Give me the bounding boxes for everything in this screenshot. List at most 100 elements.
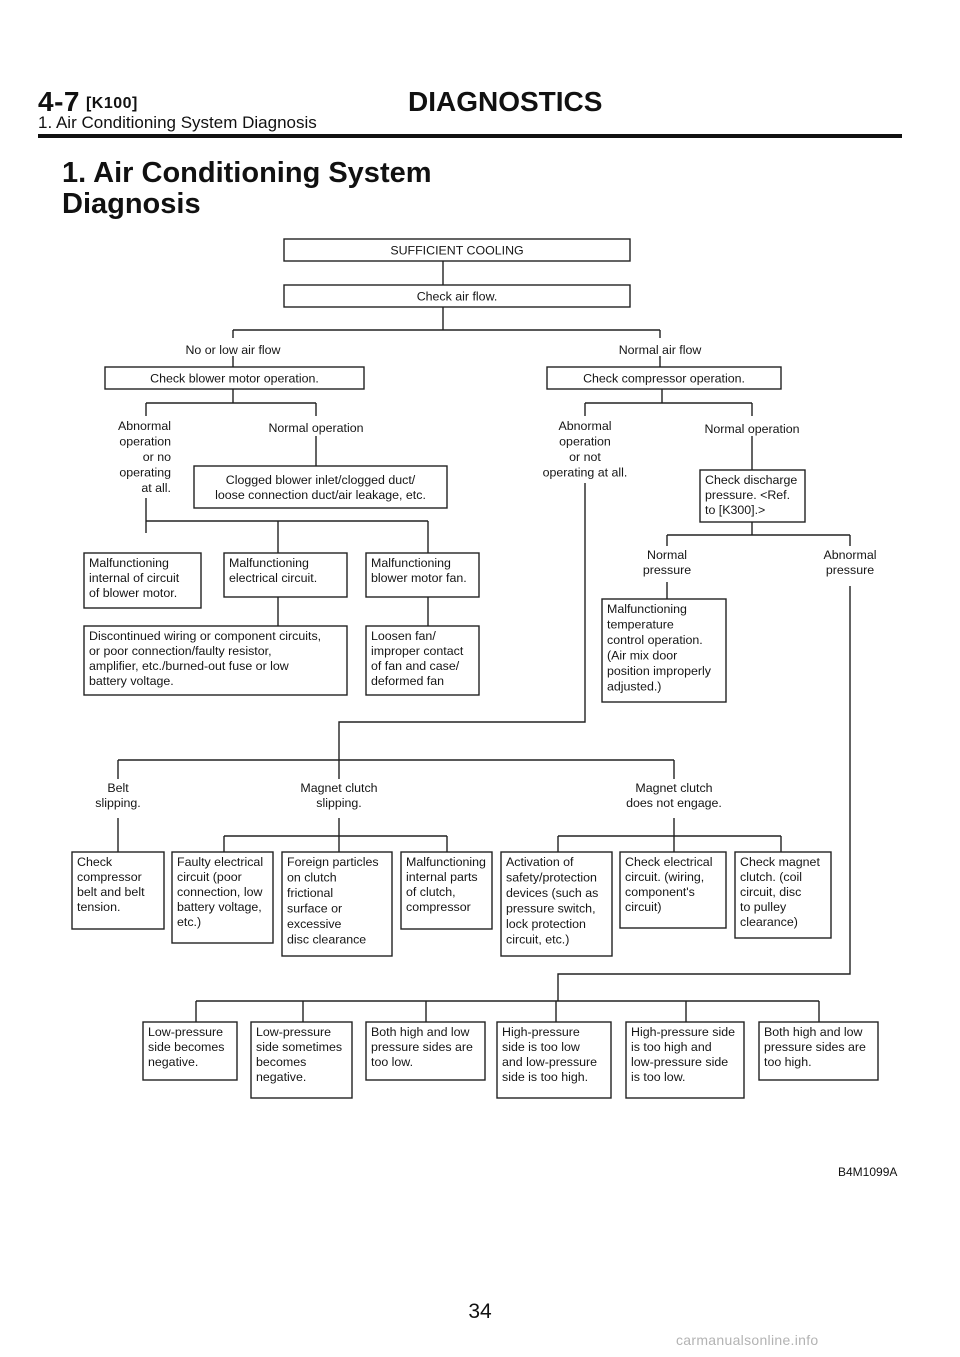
node-normal-operation-1: Normal operation [268, 421, 363, 435]
node-text: Normal [647, 548, 687, 562]
node-text: Faulty electrical [177, 855, 263, 869]
node-text: does not engage. [626, 796, 722, 810]
node-box [496, 1021, 612, 1099]
node-box [500, 851, 613, 957]
node-text: High-pressure [502, 1025, 580, 1039]
node-text: Magnet clutch [635, 781, 712, 795]
node-text: operation [559, 435, 611, 449]
flowchart-nodes: SUFFICIENT COOLING Check air flow. No or l… [71, 238, 879, 1099]
node-box [758, 1021, 879, 1081]
node-text: pressure [826, 563, 874, 577]
node-text: battery voltage, [177, 900, 262, 914]
node-text: No or low air flow [185, 343, 280, 357]
node-text: or no [143, 450, 171, 464]
node-text: Malfunctioning [229, 556, 309, 570]
node-no-low-air-flow: No or low air flow [185, 343, 280, 357]
node-text: or not [569, 450, 601, 464]
node-box [546, 366, 782, 390]
node-text: Check compressor operation. [583, 372, 745, 386]
node-text: component's [625, 885, 695, 899]
node-text: Activation of [506, 855, 574, 869]
node-box [365, 1021, 486, 1081]
node-text: to [K300].> [705, 503, 765, 517]
node-text: of blower motor. [89, 586, 177, 600]
node-text: too low. [371, 1055, 413, 1069]
node-text: amplifier, etc./burned-out fuse or low [89, 659, 289, 673]
node-text: Foreign particles [287, 855, 379, 869]
node-text: too high. [764, 1055, 812, 1069]
node-box [619, 851, 727, 929]
node-text: surface or [287, 902, 342, 916]
node-text: Belt [107, 781, 129, 795]
node-text: Check magnet [740, 855, 820, 869]
node-text: circuit) [625, 900, 661, 914]
node-text: Check electrical [625, 855, 712, 869]
node-box [601, 598, 727, 703]
section-code: 4-7[K100] [38, 86, 138, 117]
node-text: clearance) [740, 915, 798, 929]
node-box [283, 238, 631, 262]
node-text: side is too high. [502, 1070, 588, 1084]
node-text: negative. [256, 1070, 306, 1084]
node-text: operating at all. [543, 466, 628, 480]
node-text: connection, low [177, 885, 262, 899]
node-text: negative. [148, 1055, 198, 1069]
node-text: Malfunctioning [89, 556, 169, 570]
node-check-air-flow: Check air flow. [283, 284, 631, 308]
node-text: Loosen fan/ [371, 629, 436, 643]
node-text: Both high and low [371, 1025, 470, 1039]
node-text: Check air flow. [417, 290, 498, 304]
node-text: pressure [643, 563, 691, 577]
node-text: circuit, etc.) [506, 933, 569, 947]
section-subcode: [K100] [85, 95, 138, 112]
node-text: safety/protection [506, 871, 597, 885]
node-text: excessive [287, 917, 342, 931]
node-text: belt and belt [77, 885, 145, 899]
node-text: to pulley [740, 900, 787, 914]
node-text: Clogged blower inlet/clogged duct/ [226, 473, 416, 487]
node-text: Normal air flow [619, 343, 702, 357]
node-text: operating [119, 466, 171, 480]
figure-id: B4M1099A [838, 1165, 898, 1179]
node-text: is too high and [631, 1040, 712, 1054]
node-text: pressure switch, [506, 902, 596, 916]
node-box [400, 851, 493, 930]
node-box [171, 851, 274, 944]
watermark: carmanualsonline.info [676, 1332, 819, 1348]
node-text: slipping. [316, 796, 361, 810]
node-text: of clutch, [406, 885, 456, 899]
node-text: Check discharge [705, 473, 797, 487]
node-text: operation [119, 435, 171, 449]
node-normal-operation-2: Normal operation [704, 422, 799, 436]
node-text: circuit. (wiring, [625, 870, 704, 884]
node-text: position improperly [607, 664, 712, 678]
node-box [699, 469, 806, 523]
node-box [71, 851, 165, 930]
node-text: Malfunctioning [406, 855, 486, 869]
node-box [193, 465, 448, 509]
node-text: Low-pressure [148, 1025, 223, 1039]
node-text: SUFFICIENT COOLING [390, 244, 523, 258]
node-text: (Air mix door [607, 649, 677, 663]
node-text: of fan and case/ [371, 659, 460, 673]
node-text: control operation. [607, 633, 703, 647]
page-number: 34 [468, 1300, 492, 1323]
node-text: low-pressure side [631, 1055, 728, 1069]
node-text: clutch. (coil [740, 870, 802, 884]
node-text: blower motor fan. [371, 571, 467, 585]
node-text: on clutch [287, 871, 337, 885]
